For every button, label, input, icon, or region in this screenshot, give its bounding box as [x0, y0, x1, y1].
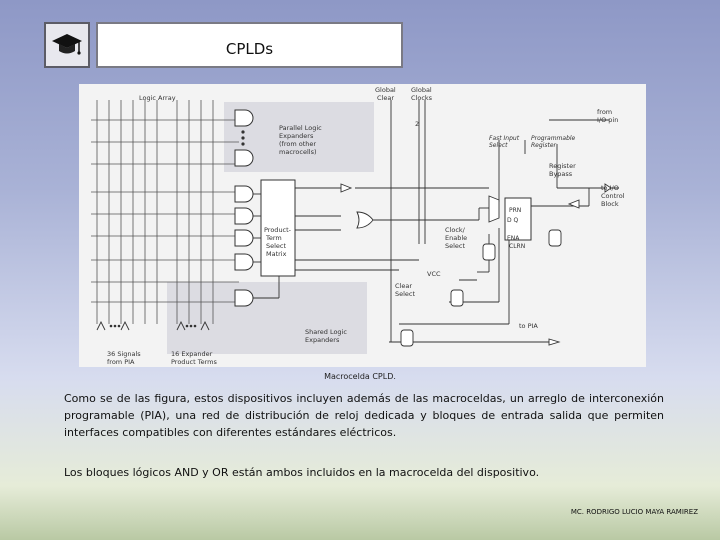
register-bypass-fuse	[548, 229, 562, 247]
prn-label: PRN	[509, 207, 521, 214]
clocks-count-label: 2	[415, 120, 419, 128]
mux	[488, 195, 500, 223]
or-gate	[356, 211, 374, 229]
ena-label: ENA	[507, 235, 520, 242]
slide-title: CPLDs	[96, 22, 403, 68]
slide-title-text: CPLDs	[225, 40, 274, 58]
dq-label: D Q	[507, 217, 519, 224]
graduation-cap-icon	[44, 22, 90, 68]
buffer	[548, 338, 561, 346]
figure-caption: Macrocelda CPLD.	[324, 372, 396, 381]
and-gate	[234, 289, 254, 307]
register-box	[504, 197, 532, 241]
and-gate	[234, 253, 254, 271]
author-footer: MC. RODRIGO LUCIO MAYA RAMIREZ	[570, 508, 698, 516]
vcc-label: VCC	[427, 270, 441, 278]
product-term-matrix	[260, 179, 296, 277]
and-gate	[234, 149, 254, 167]
to-pia-label: to PIA	[519, 322, 538, 330]
and-gate	[234, 229, 254, 247]
body-paragraph-2: Los bloques lógicos AND y OR están ambos…	[64, 466, 540, 479]
clock-mux-fuse	[482, 243, 496, 261]
clear-select-fuse	[450, 289, 464, 307]
and-gate	[234, 185, 254, 203]
mux	[604, 183, 612, 193]
shared-expander-region	[167, 282, 367, 354]
logic-array-grid	[91, 100, 239, 324]
body-paragraph-1: Como se de las figura, estos dispositivo…	[64, 392, 664, 440]
buffer	[567, 199, 580, 209]
shared-expander-fuse	[400, 329, 414, 347]
buffer	[340, 183, 353, 193]
and-gate	[234, 207, 254, 225]
logic-array-label: Logic Array	[139, 94, 176, 102]
clrn-label: CLRN	[509, 243, 525, 250]
and-gate	[234, 109, 254, 127]
